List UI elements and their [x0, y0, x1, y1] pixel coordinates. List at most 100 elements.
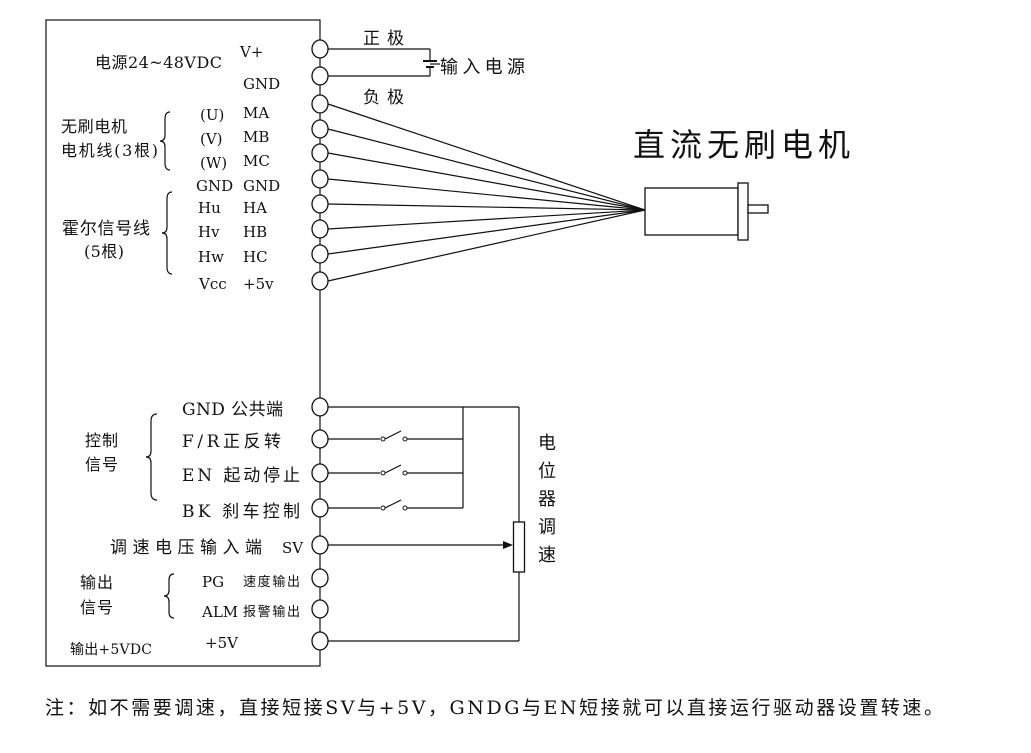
en-label: EN 起动停止	[182, 466, 300, 486]
driver-box	[45, 19, 321, 667]
positive-pole-label: 正极	[363, 29, 404, 49]
motor-wires-label-line1: 无刷电机	[61, 117, 127, 136]
switch-bk-contact-b	[402, 505, 408, 511]
out-5v-terminal-label: +5V	[205, 634, 239, 652]
switch-en	[328, 464, 463, 476]
terminal-common-gnd	[311, 397, 329, 417]
hall-gnd-terminal-label: GND	[243, 177, 280, 195]
hall-wires-label-line1: 霍尔信号线	[62, 219, 150, 239]
terminal-out-5v	[311, 631, 329, 651]
output-label-line2: 信号	[80, 598, 113, 617]
sv-label: SV	[282, 539, 304, 557]
terminal-bk	[311, 498, 329, 518]
vplus-label: V+	[239, 43, 263, 61]
motor-title: 直流无刷电机	[633, 126, 850, 164]
cable-hc	[327, 209, 646, 255]
control-label-line1: 控制	[85, 431, 118, 450]
fr-label: F/R正反转	[182, 432, 281, 452]
switch-en-blade	[384, 464, 402, 474]
hall-gnd-signal-label: GND	[196, 177, 233, 195]
pg-desc: 速度输出	[243, 574, 300, 590]
out-5v-label: 输出+5VDC	[70, 642, 152, 658]
terminal-fr	[311, 429, 329, 449]
motor-body	[644, 187, 739, 236]
hc-label: HC	[243, 248, 268, 266]
hb-label: HB	[243, 223, 267, 241]
switch-fr-blade	[384, 430, 402, 440]
brace-motor-wires	[159, 111, 171, 171]
pg-label: PG	[202, 573, 224, 591]
switch-bk-blade	[384, 499, 402, 509]
hu-label: Hu	[198, 199, 221, 217]
terminal-vplus	[311, 39, 329, 59]
terminal-hb	[311, 219, 329, 239]
terminal-hall-gnd	[311, 169, 329, 189]
terminal-mb	[311, 119, 329, 139]
alm-label: ALM	[201, 603, 238, 621]
control-label-line2: 信号	[85, 455, 118, 474]
control-wiring	[328, 406, 526, 642]
switch-en-contact-a	[380, 470, 386, 476]
ma-label: MA	[243, 104, 269, 122]
terminal-power-gnd	[311, 66, 329, 86]
motor-wires-label-line2: 电机线(3根)	[61, 141, 158, 160]
switch-bk	[328, 499, 463, 511]
cable-hall-5v	[327, 209, 646, 282]
switch-fr	[328, 430, 463, 442]
terminal-sv	[311, 535, 329, 555]
switch-fr-contact-a	[380, 436, 386, 442]
cable-mb	[327, 128, 646, 211]
terminal-strip	[311, 39, 329, 651]
common-gnd-label: GND 公共端	[182, 400, 283, 420]
phase-u-label: (U)	[200, 106, 224, 124]
motor-icon	[644, 182, 769, 241]
output-label-line1: 输出	[80, 573, 113, 592]
negative-pole-label: 负极	[363, 88, 404, 108]
phase-v-label: (V)	[200, 130, 223, 148]
power-gnd-label: GND	[243, 75, 280, 93]
power-supply-label: 电源24~48VDC	[95, 53, 222, 72]
ha-label: HA	[243, 199, 267, 217]
terminal-alm	[311, 599, 329, 619]
motor-cable-fan	[327, 103, 646, 282]
cable-hall-gnd	[327, 178, 646, 211]
alm-desc: 报警输出	[243, 604, 300, 620]
brace-output	[163, 573, 175, 619]
phase-w-label: (W)	[200, 154, 227, 172]
wiper-arrow-icon	[503, 541, 513, 549]
speed-input-label: 调速电压输入端	[110, 538, 262, 558]
mc-label: MC	[243, 152, 270, 170]
hall-wires-label-line2: (5根)	[84, 242, 124, 261]
input-power-label: 输入电源	[440, 57, 525, 78]
terminal-hc	[311, 244, 329, 264]
terminal-pg	[311, 568, 329, 588]
cable-ha	[327, 203, 646, 211]
potentiometer	[512, 521, 526, 573]
brace-control	[145, 413, 158, 501]
hv-label: Hv	[198, 223, 220, 241]
terminal-en	[311, 463, 329, 483]
terminal-ha	[311, 194, 329, 214]
vcc-label: Vcc	[198, 275, 227, 293]
switch-bk-contact-a	[380, 505, 386, 511]
cable-hb	[327, 209, 646, 230]
cable-ma	[327, 103, 646, 211]
motor-shaft	[747, 204, 769, 214]
terminal-hall-5v	[311, 271, 329, 291]
hw-label: Hw	[198, 248, 224, 266]
terminal-ma	[311, 94, 329, 114]
footnote: 注：如不需要调速，直接短接SV与+5V，GNDG与EN短接就可以直接运行驱动器设…	[45, 697, 943, 719]
terminal-mc	[311, 143, 329, 163]
switch-en-contact-b	[402, 470, 408, 476]
hall-5v-label: +5v	[243, 275, 274, 293]
motor-flange	[737, 182, 749, 241]
brace-hall-wires	[161, 191, 173, 275]
potentiometer-label: 电位器调速	[535, 433, 556, 573]
bk-label: BK 刹车控制	[182, 502, 300, 522]
cable-mc	[327, 152, 646, 211]
mb-label: MB	[243, 128, 269, 146]
input-power-wiring	[328, 48, 440, 77]
switch-fr-contact-b	[402, 436, 408, 442]
